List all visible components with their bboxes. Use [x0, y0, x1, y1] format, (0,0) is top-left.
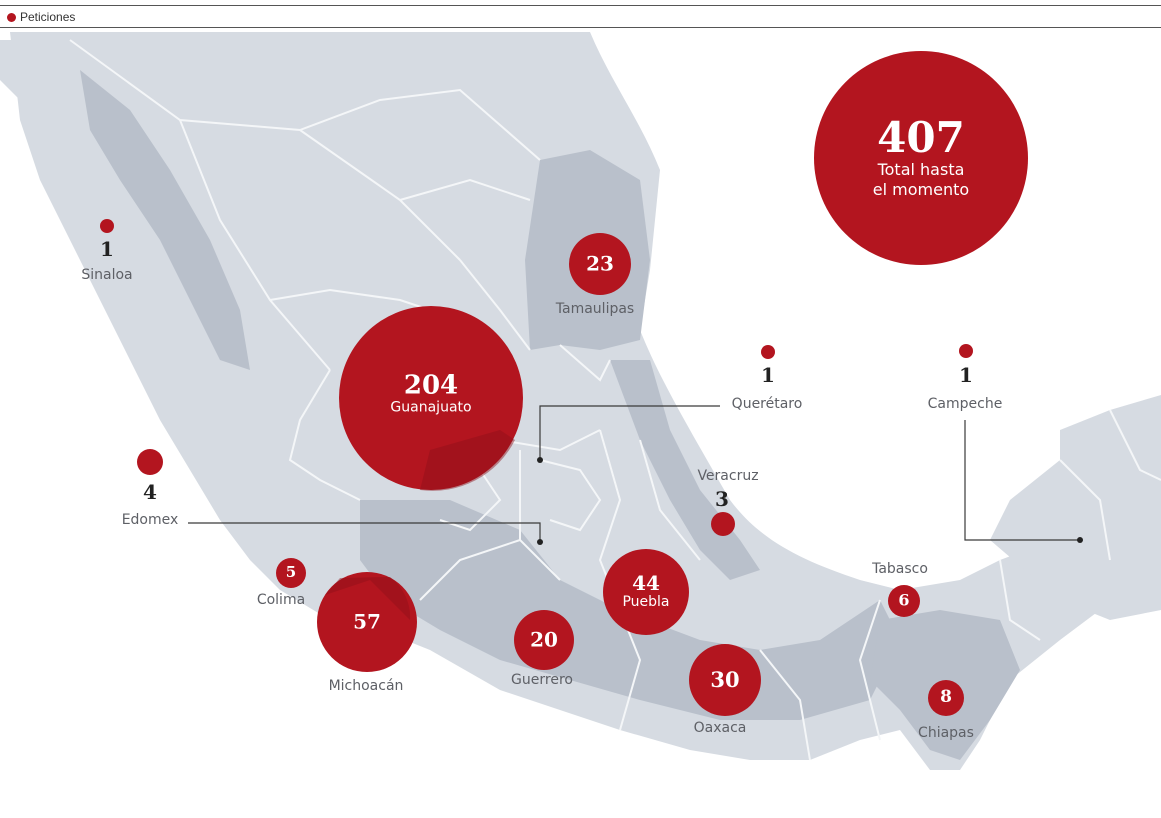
- guanajuato-bubble-text: 204 Guanajuato: [390, 370, 472, 418]
- bubble-michoacan-shade: [325, 577, 411, 620]
- yucatan-shape: [990, 395, 1161, 620]
- oaxaca-label: Oaxaca: [693, 720, 747, 736]
- header-rule-bottom: [0, 27, 1161, 28]
- bubble-puebla: [603, 549, 689, 635]
- bubble-tamaulipas: [569, 233, 631, 295]
- michoacan-value: 57: [353, 609, 381, 634]
- chiapas-value: 8: [940, 687, 952, 708]
- bubble-veracruz: [711, 512, 735, 536]
- oaxaca-value: 30: [710, 666, 740, 692]
- colima-bubble-text: 5: [285, 563, 297, 582]
- bubble-michoacan: [317, 572, 417, 672]
- header-rule-top: [0, 5, 1161, 6]
- puebla-label: Puebla: [622, 593, 670, 610]
- bubble-edomex: [137, 449, 163, 475]
- campeche-label: Campeche: [927, 396, 1003, 412]
- bubble-oaxaca: [689, 644, 761, 716]
- bubble-guanajuato-shade: [420, 430, 515, 491]
- queretaro-pointer-dot: [537, 457, 543, 463]
- sinaloa-label: Sinaloa: [81, 267, 133, 283]
- tamaulipas-value: 23: [586, 251, 614, 276]
- campeche-value: 1: [959, 363, 973, 387]
- bubble-guanajuato: [339, 306, 523, 490]
- tabasco-label: Tabasco: [872, 561, 928, 577]
- guanajuato-value: 204: [403, 370, 459, 401]
- pacific-band: [360, 500, 900, 720]
- veracruz-label: Veracruz: [697, 468, 759, 484]
- chiapas-bubble-text: 8: [940, 687, 952, 708]
- queretaro-label: Querétaro: [731, 396, 803, 412]
- tamaulipas-label: Tamaulipas: [555, 301, 635, 317]
- colima-label: Colima: [256, 592, 306, 608]
- leader-lines: [188, 405, 1080, 542]
- edomex-label: Edomex: [121, 512, 179, 528]
- guerrero-label: Guerrero: [511, 672, 573, 688]
- tamaulipas-bubble-text: 23: [586, 251, 614, 276]
- baja-california-shape: [0, 40, 185, 380]
- sinaloa-band: [80, 70, 250, 370]
- puebla-bubble-text: 44 Puebla: [622, 570, 670, 612]
- total-line1: Total hasta: [877, 160, 965, 180]
- puebla-value: 44: [632, 570, 660, 595]
- queretaro-value: 1: [761, 363, 775, 387]
- guanajuato-label: Guanajuato: [390, 399, 472, 416]
- total-value: 407: [877, 112, 965, 162]
- legend-dot-icon: [7, 12, 16, 22]
- veracruz-value: 3: [715, 487, 729, 511]
- bubble-total: [814, 51, 1028, 265]
- colima-value: 5: [285, 563, 297, 582]
- bubble-campeche: [959, 344, 973, 358]
- bubble-sinaloa: [100, 219, 114, 233]
- bubble-queretaro: [761, 345, 775, 359]
- legend-label: Peticiones: [20, 10, 76, 24]
- total-bubble-text: 407 Total hasta el momento: [872, 112, 970, 200]
- total-line2: el momento: [872, 180, 970, 200]
- tabasco-bubble-text: 6: [898, 590, 910, 610]
- campeche-pointer-dot: [1077, 537, 1083, 543]
- guerrero-value: 20: [530, 627, 558, 652]
- bubble-tabasco: [888, 585, 920, 617]
- legend: Peticiones: [7, 10, 75, 24]
- bubble-chiapas: [928, 680, 964, 716]
- oaxaca-bubble-text: 30: [710, 666, 740, 692]
- edomex-pointer-dot: [537, 539, 543, 545]
- edomex-value: 4: [143, 480, 157, 504]
- header-bar: Peticiones: [0, 0, 1161, 30]
- bubble-guerrero: [514, 610, 574, 670]
- tabasco-value: 6: [898, 590, 910, 610]
- bubble-colima: [276, 558, 306, 588]
- michoacan-label: Michoacán: [328, 678, 404, 694]
- michoacan-bubble-text: 57: [353, 609, 381, 634]
- bubbles: [100, 51, 1028, 716]
- guerrero-bubble-text: 20: [530, 627, 558, 652]
- chiapas-label: Chiapas: [918, 725, 974, 741]
- sinaloa-value: 1: [100, 237, 114, 261]
